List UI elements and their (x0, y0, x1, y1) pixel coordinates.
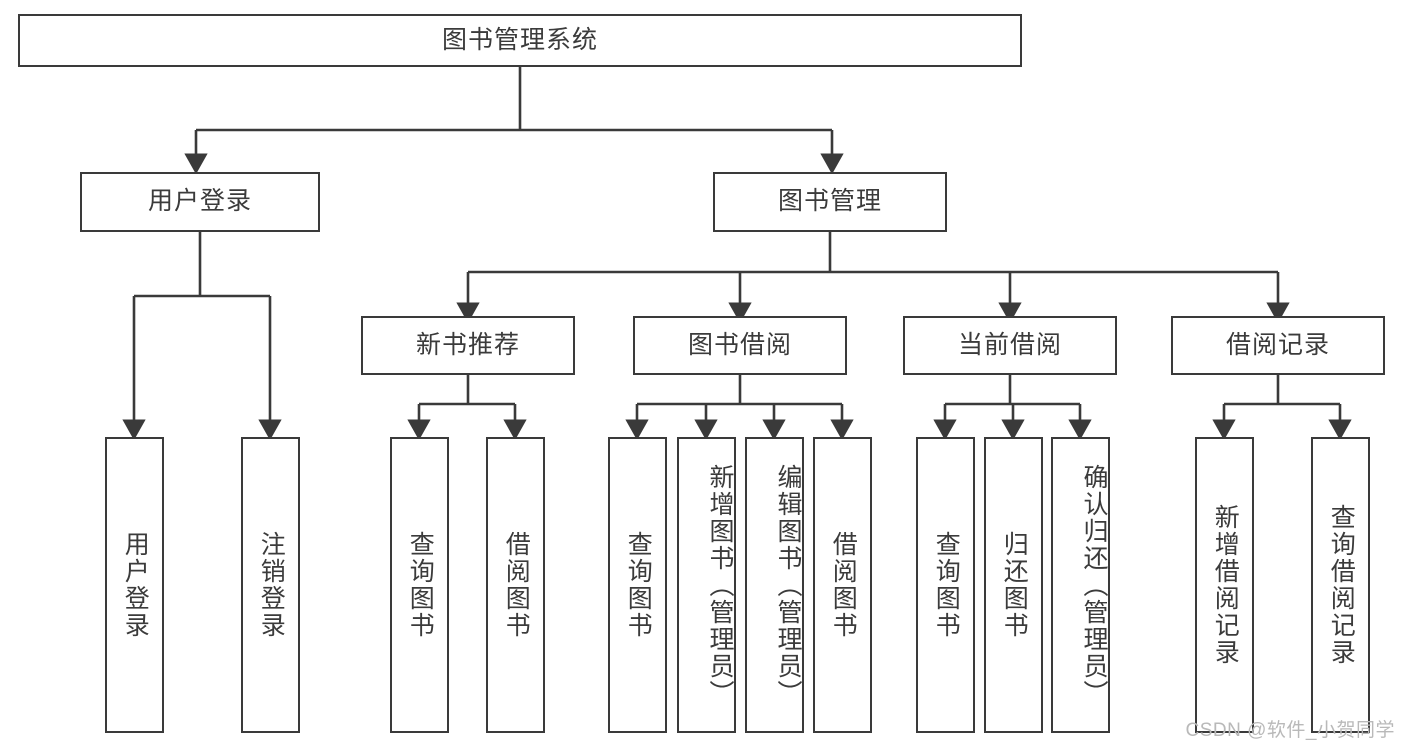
node-leaf-record-add-label: 新增借阅记录 (1211, 504, 1240, 666)
node-borrow-record-label: 借阅记录 (1225, 330, 1330, 359)
csdn-watermark: CSDN @软件_小贺同学 (1185, 720, 1395, 741)
node-borrow-record[interactable]: 借阅记录 (1171, 316, 1385, 375)
node-leaf-borrow-edit-book[interactable]: 编辑图书（管理员） (745, 437, 804, 733)
node-leaf-current-confirm-return-label: 确认归还（管理员） (1080, 463, 1108, 707)
node-current-borrow-label: 当前借阅 (957, 330, 1062, 359)
node-leaf-current-query-book[interactable]: 查询图书 (916, 437, 975, 733)
node-leaf-recommend-borrow-book-label: 借阅图书 (502, 531, 531, 639)
node-leaf-recommend-borrow-book[interactable]: 借阅图书 (486, 437, 545, 733)
node-leaf-borrow-lend-book-label: 借阅图书 (829, 531, 858, 639)
node-leaf-current-return-book[interactable]: 归还图书 (984, 437, 1043, 733)
node-leaf-borrow-query-book[interactable]: 查询图书 (608, 437, 667, 733)
node-leaf-user-logout[interactable]: 注销登录 (241, 437, 300, 733)
node-leaf-recommend-query-book[interactable]: 查询图书 (390, 437, 449, 733)
node-leaf-current-query-book-label: 查询图书 (932, 531, 961, 639)
node-user-login-label: 用户登录 (147, 187, 252, 216)
node-leaf-current-return-book-label: 归还图书 (1000, 531, 1029, 639)
node-leaf-borrow-query-book-label: 查询图书 (624, 531, 653, 639)
node-book-management[interactable]: 图书管理 (713, 172, 947, 232)
node-leaf-borrow-add-book[interactable]: 新增图书（管理员） (677, 437, 736, 733)
node-new-book-recommend-label: 新书推荐 (415, 330, 520, 359)
node-book-borrow-label: 图书借阅 (687, 330, 792, 359)
node-new-book-recommend[interactable]: 新书推荐 (361, 316, 575, 375)
node-leaf-recommend-query-book-label: 查询图书 (406, 531, 435, 639)
node-book-borrow[interactable]: 图书借阅 (633, 316, 847, 375)
node-leaf-current-confirm-return[interactable]: 确认归还（管理员） (1051, 437, 1110, 733)
node-leaf-record-add[interactable]: 新增借阅记录 (1195, 437, 1254, 733)
node-book-management-label: 图书管理 (777, 187, 882, 216)
node-leaf-borrow-lend-book[interactable]: 借阅图书 (813, 437, 872, 733)
node-leaf-user-login[interactable]: 用户登录 (105, 437, 164, 733)
node-root-label: 图书管理系统 (441, 25, 598, 54)
node-leaf-record-query-label: 查询借阅记录 (1327, 504, 1356, 666)
node-user-login[interactable]: 用户登录 (80, 172, 320, 232)
node-leaf-record-query[interactable]: 查询借阅记录 (1311, 437, 1370, 733)
node-leaf-borrow-add-book-label: 新增图书（管理员） (706, 463, 734, 707)
node-leaf-user-login-label: 用户登录 (121, 531, 150, 639)
node-leaf-user-logout-label: 注销登录 (257, 531, 286, 639)
node-leaf-borrow-edit-book-label: 编辑图书（管理员） (774, 463, 802, 707)
node-root[interactable]: 图书管理系统 (18, 14, 1022, 67)
node-current-borrow[interactable]: 当前借阅 (903, 316, 1117, 375)
